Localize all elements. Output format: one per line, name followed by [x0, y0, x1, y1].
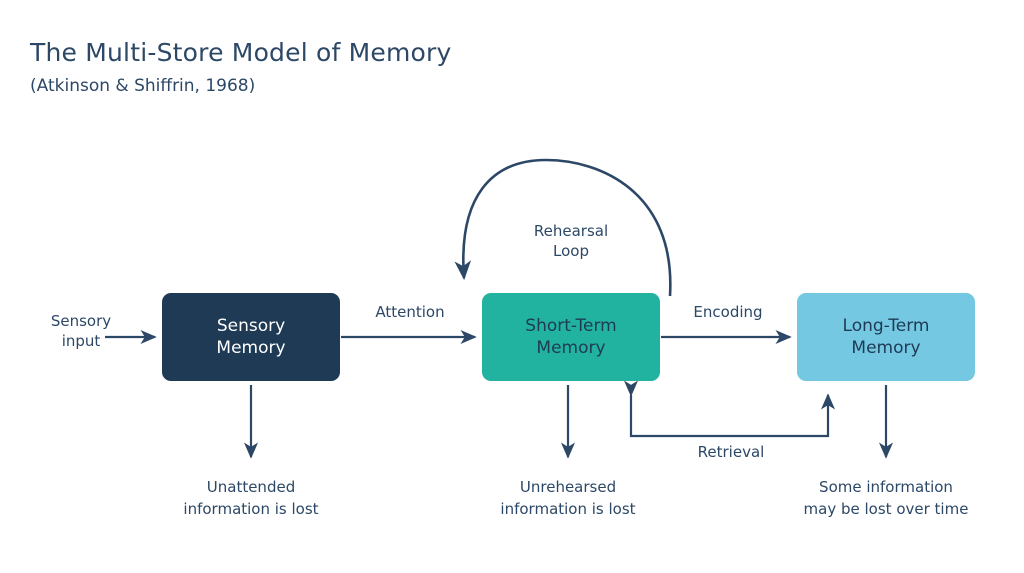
store-box-sensory-memory[interactable]: Sensory Memory: [162, 293, 340, 381]
label-ltm-loss: Some information may be lost over time: [803, 478, 969, 518]
label-sensory-loss: Unattended information is lost: [183, 478, 319, 518]
store-box-short-term-memory[interactable]: Short-Term Memory: [482, 293, 660, 381]
arrow-retrieval: [623, 380, 836, 438]
label-stm-loss: Unrehearsed information is lost: [500, 478, 636, 518]
label-sensory-input: Sensory input: [50, 312, 112, 350]
label-attention: Attention: [375, 303, 445, 321]
label-retrieval: Retrieval: [697, 443, 765, 461]
store-label-short-term-memory: Short-Term Memory: [525, 315, 617, 358]
page-subtitle: (Atkinson & Shiffrin, 1968): [30, 76, 256, 96]
page-title: The Multi-Store Model of Memory: [30, 38, 452, 67]
store-label-long-term-memory: Long-Term Memory: [842, 315, 930, 358]
label-encoding: Encoding: [693, 303, 763, 321]
store-box-long-term-memory[interactable]: Long-Term Memory: [797, 293, 975, 381]
store-label-sensory-memory: Sensory Memory: [216, 315, 286, 358]
label-rehearsal-loop: Rehearsal Loop: [533, 222, 609, 260]
